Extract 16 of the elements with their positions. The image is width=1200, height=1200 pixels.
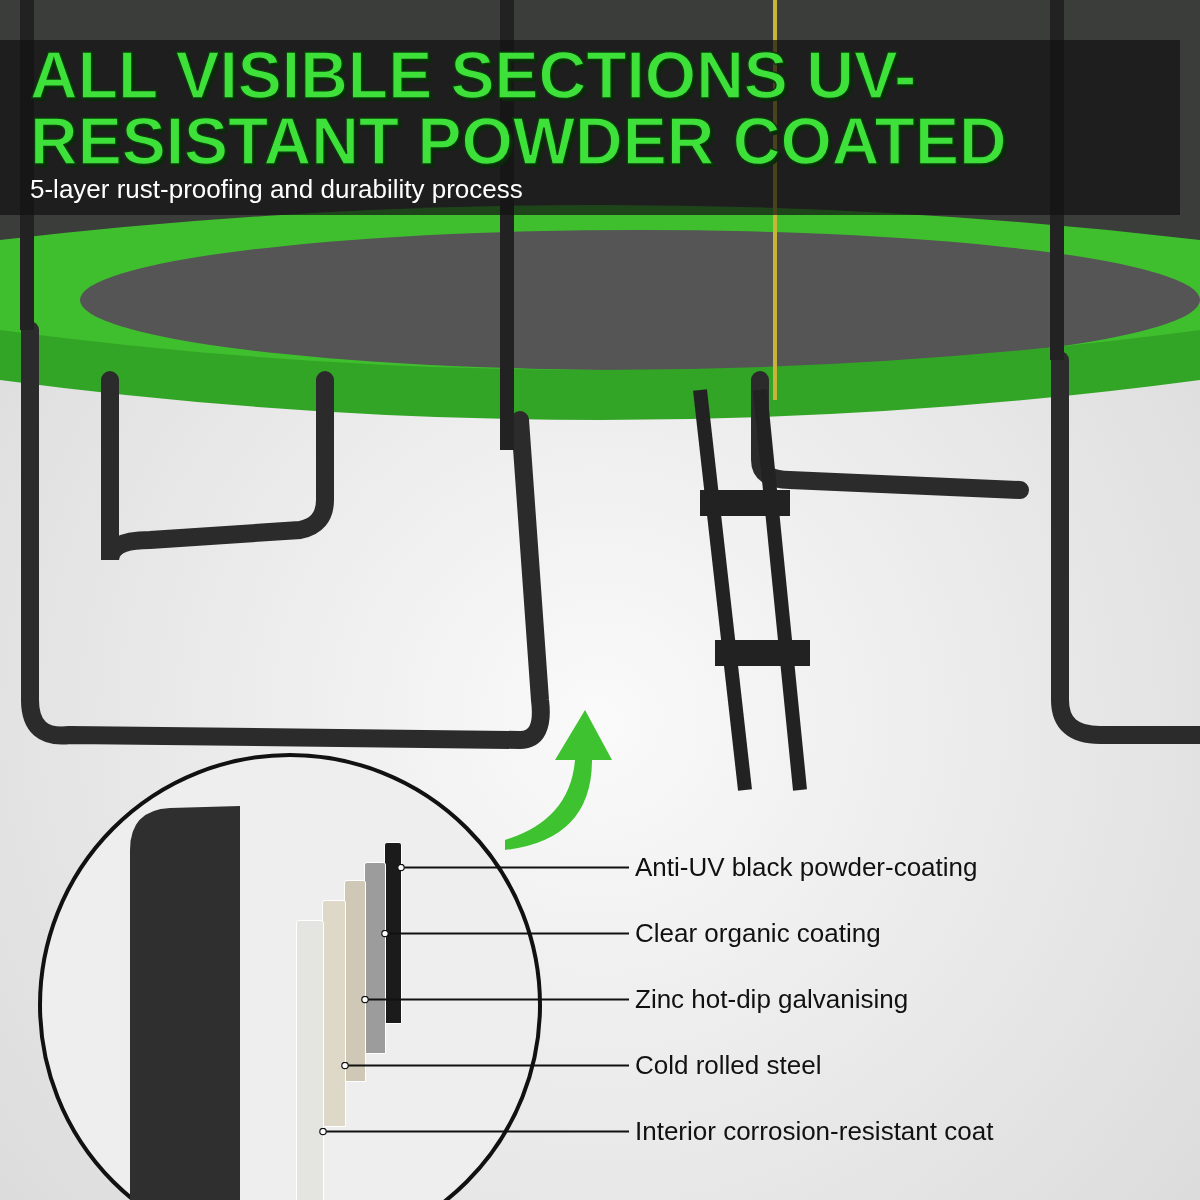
callout-label: Clear organic coating xyxy=(635,918,881,949)
leader-line xyxy=(397,863,630,872)
coating-layer xyxy=(296,920,324,1200)
headline: ALL VISIBLE SECTIONS UV-RESISTANT POWDER COATED xyxy=(30,42,1008,174)
leader-line xyxy=(381,929,630,938)
callout-label: Cold rolled steel xyxy=(635,1050,822,1081)
leader-line xyxy=(361,995,630,1004)
leader-line xyxy=(341,1061,630,1070)
callout-label: Interior corrosion-resistant coat xyxy=(635,1116,994,1147)
callout-label: Anti-UV black powder-coating xyxy=(635,852,978,883)
callout-label: Zinc hot-dip galvanising xyxy=(635,984,909,1015)
leader-line xyxy=(319,1127,630,1136)
coating-layer xyxy=(364,862,386,1054)
subtitle: 5-layer rust-proofing and durability process xyxy=(30,174,523,205)
coating-layer xyxy=(344,880,366,1082)
coating-layer xyxy=(322,900,346,1127)
